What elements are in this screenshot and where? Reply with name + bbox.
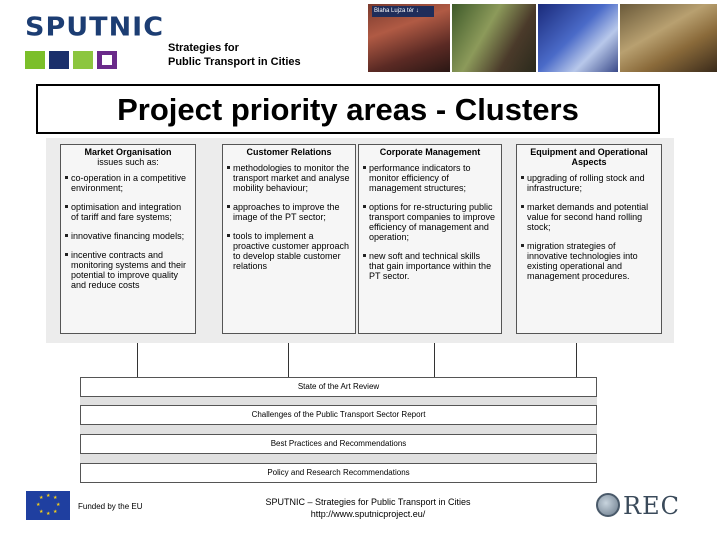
report-state-of-the-art: State of the Art Review <box>80 377 597 397</box>
report-stack: State of the Art Review Challenges of th… <box>80 377 597 483</box>
cluster-item: tools to implement a proactive customer … <box>227 231 351 271</box>
sputnic-logo: SPUTNIC <box>25 12 165 69</box>
report-best-practices: Best Practices and Recommendations <box>80 434 597 454</box>
cluster-item: approaches to improve the image of the P… <box>227 202 351 222</box>
eu-flag-icon: ★ ★ ★ ★ ★ ★ ★ ★ <box>26 491 70 520</box>
cluster-item: co-operation in a competitive environmen… <box>65 173 191 193</box>
logo-square-purple <box>97 51 117 69</box>
tagline-line-1: Strategies for <box>168 42 239 54</box>
cluster-item: innovative financing models; <box>65 231 191 241</box>
photo-metro-station: Blaha Lujza tér ↓ <box>368 4 450 72</box>
cluster-item: methodologies to monitor the transport m… <box>227 163 351 193</box>
slide-title-box: Project priority areas - Clusters <box>36 84 660 134</box>
cluster-item: optimisation and integration of tariff a… <box>65 202 191 222</box>
cluster-item: options for re-structuring public transp… <box>363 202 497 242</box>
cluster-market-organisation: Market Organisation issues such as: co-o… <box>60 144 196 334</box>
cluster-heading: Market Organisation issues such as: <box>65 147 191 167</box>
cluster-corporate-management: Corporate Management performance indicat… <box>358 144 502 334</box>
cluster-heading-text: Market Organisation <box>84 147 172 157</box>
cluster-item: performance indicators to monitor effici… <box>363 163 497 193</box>
photo-tram-depot <box>620 4 717 72</box>
tagline-line-2: Public Transport in Cities <box>168 56 301 68</box>
cluster-item: upgrading of rolling stock and infrastru… <box>521 173 657 193</box>
cluster-heading: Customer Relations <box>227 147 351 157</box>
station-sign: Blaha Lujza tér ↓ <box>372 6 434 17</box>
connector-line <box>434 343 435 381</box>
globe-icon <box>596 493 620 517</box>
cluster-heading-text: Equipment and Operational Aspects <box>530 147 648 167</box>
cluster-equipment-operational: Equipment and Operational Aspects upgrad… <box>516 144 662 334</box>
rec-logo: REC <box>596 491 679 521</box>
photo-office <box>538 4 618 72</box>
logo-square-green <box>25 51 45 69</box>
clusters-area: Market Organisation issues such as: co-o… <box>46 138 674 343</box>
logo-squares <box>25 51 147 69</box>
cluster-item: migration strategies of innovative techn… <box>521 241 657 281</box>
funded-by-eu: Funded by the EU <box>78 502 143 511</box>
footer-url[interactable]: http://www.sputnicproject.eu/ <box>310 509 426 519</box>
footer-project-name: SPUTNIC – Strategies for Public Transpor… <box>265 497 471 507</box>
cluster-heading: Equipment and Operational Aspects <box>521 147 657 167</box>
cluster-customer-relations: Customer Relations methodologies to moni… <box>222 144 356 334</box>
logo-wordmark: SPUTNIC <box>25 12 165 43</box>
connector-line <box>576 343 577 381</box>
rec-wordmark: REC <box>623 492 680 520</box>
slide-title: Project priority areas - Clusters <box>117 92 579 127</box>
cluster-items: methodologies to monitor the transport m… <box>227 163 351 271</box>
cluster-items: upgrading of rolling stock and infrastru… <box>521 173 657 281</box>
cluster-item: new soft and technical skills that gain … <box>363 251 497 281</box>
footer-center: SPUTNIC – Strategies for Public Transpor… <box>220 496 516 520</box>
cluster-subheading: issues such as: <box>97 157 159 167</box>
connector-line <box>137 343 138 381</box>
cluster-item: incentive contracts and monitoring syste… <box>65 250 191 290</box>
report-policy-research: Policy and Research Recommendations <box>80 463 597 483</box>
logo-square-light-green <box>73 51 93 69</box>
cluster-heading: Corporate Management <box>363 147 497 157</box>
cluster-item: market demands and potential value for s… <box>521 202 657 232</box>
cluster-heading-text: Corporate Management <box>379 147 481 157</box>
header-photo-strip: Blaha Lujza tér ↓ <box>368 4 717 72</box>
cluster-heading-text: Customer Relations <box>246 147 332 157</box>
logo-square-navy <box>49 51 69 69</box>
connector-line <box>288 343 289 381</box>
tagline: Strategies for Public Transport in Citie… <box>168 41 301 69</box>
report-challenges: Challenges of the Public Transport Secto… <box>80 405 597 425</box>
photo-passengers <box>452 4 536 72</box>
cluster-items: performance indicators to monitor effici… <box>363 163 497 281</box>
cluster-items: co-operation in a competitive environmen… <box>65 173 191 290</box>
